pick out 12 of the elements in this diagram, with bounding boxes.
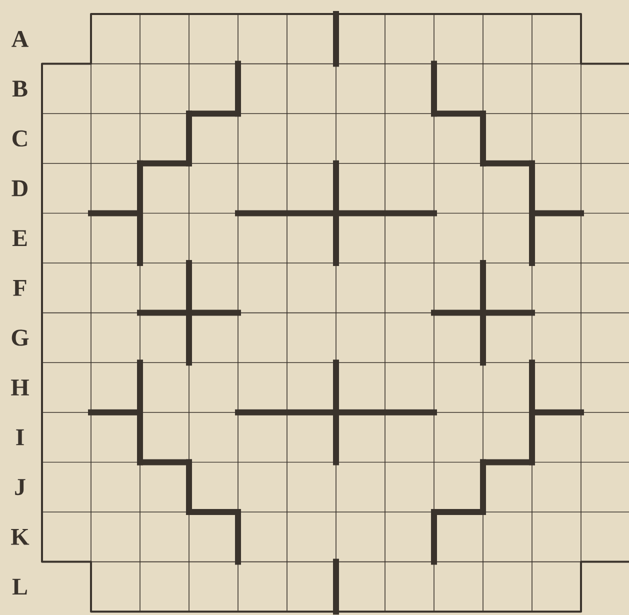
row-letter: G — [12, 330, 29, 346]
row-letter: F — [13, 280, 26, 296]
row-letter: I — [16, 429, 24, 446]
row-letter: E — [12, 230, 27, 246]
row-letter: K — [11, 529, 30, 545]
row-letter: J — [15, 479, 26, 496]
row-letter: A — [12, 30, 28, 47]
row-letter: D — [12, 180, 28, 196]
row-letter: H — [11, 380, 29, 396]
row-letter: C — [12, 130, 27, 147]
row-letter: L — [12, 578, 27, 595]
row-letter: B — [12, 80, 28, 97]
